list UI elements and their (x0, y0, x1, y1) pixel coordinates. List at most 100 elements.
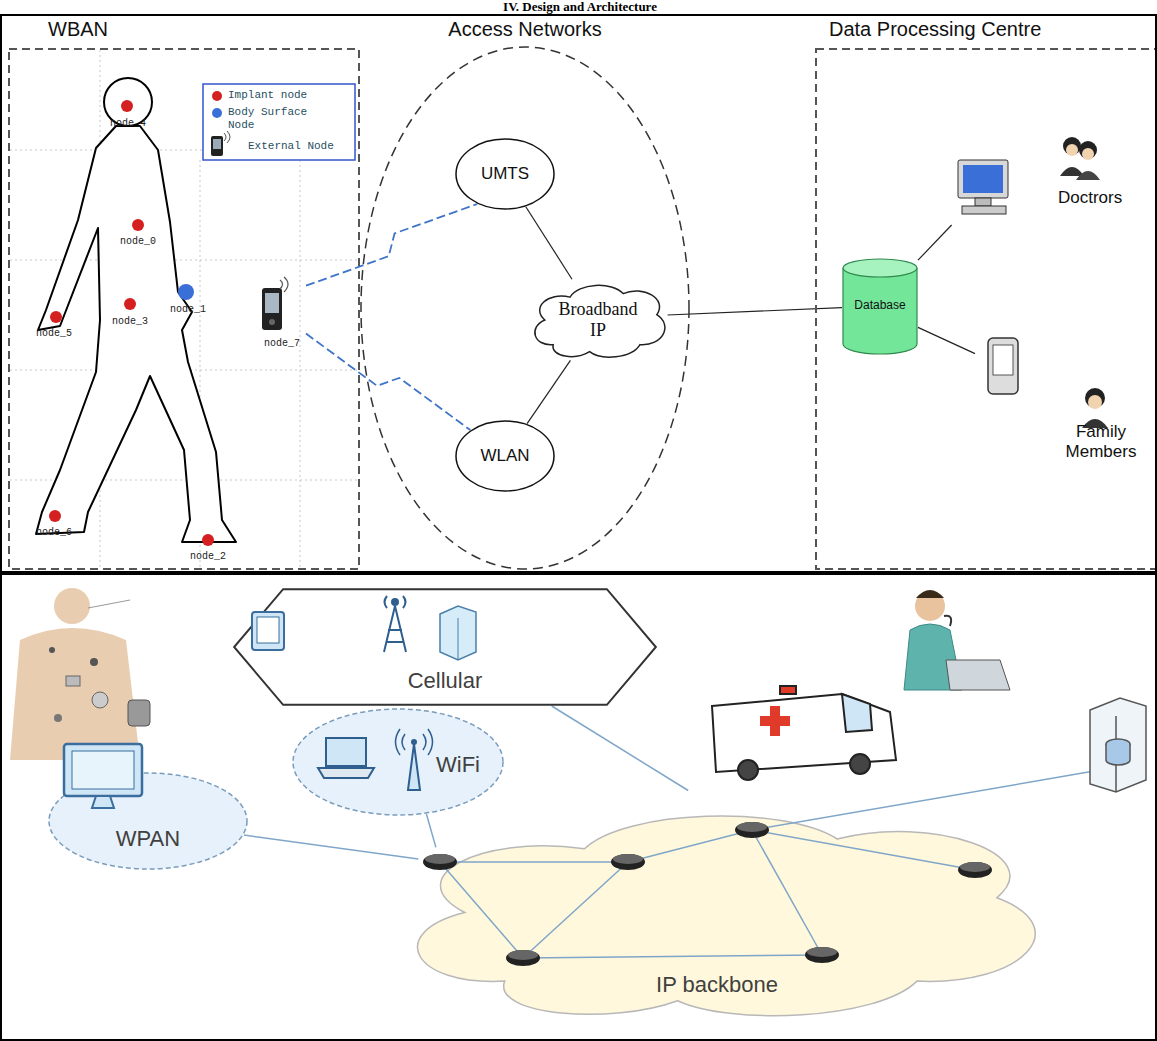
doctors-icon (1060, 137, 1100, 180)
doctor-illustration-part (944, 616, 951, 626)
doctor-illustration-part (946, 660, 1010, 690)
doctors-icon-part (1076, 171, 1100, 180)
router-icons-part-part (958, 862, 992, 878)
access-point-icon (396, 729, 433, 790)
sensor-dots-part (132, 219, 144, 231)
sensor-label: node_4 (110, 118, 146, 130)
body-illustration (10, 588, 150, 760)
sensor-dots-part (49, 510, 61, 522)
doctors-icon-part (1063, 137, 1081, 155)
monitor-icon-part (92, 796, 114, 808)
doctors-icon-part (1079, 141, 1097, 159)
sensor-dots-part (50, 311, 62, 323)
router-icons-part-part (423, 854, 457, 870)
tablet-icon-part (257, 617, 279, 643)
router-icons-part-part (960, 862, 990, 872)
computer-icon-part (963, 165, 1003, 193)
sensor-dots-part (202, 534, 214, 546)
access-point-icon-part (396, 729, 433, 755)
body-illustration-part (10, 628, 140, 760)
router-icons-part-part (611, 854, 645, 870)
sensor-label: node_5 (36, 328, 72, 340)
doctor-illustration-part (916, 590, 944, 598)
legend-text: Implant node (228, 89, 320, 102)
server-tower-part (1106, 744, 1130, 765)
cell-tower-icon (384, 596, 406, 652)
phone-icon (211, 131, 230, 156)
router-icons-part-part (613, 854, 643, 864)
label-text: WLAN (480, 446, 529, 466)
label-text: Family Members (1053, 422, 1149, 461)
family-icon-part (1082, 419, 1108, 428)
grid-lines-part (10, 260, 358, 261)
label-text: Access Networks (395, 18, 655, 41)
backbone-links-part (440, 861, 628, 863)
family-icon-part (1085, 388, 1105, 408)
sensor-dots (49, 100, 214, 546)
grid-lines-part (10, 150, 358, 151)
ambulance-illustration-part (780, 686, 796, 694)
backbone-links-part (523, 862, 628, 958)
server-tower-part (1090, 698, 1146, 792)
connector-line (426, 814, 436, 847)
legend-frame (203, 84, 355, 160)
sensor-label: node_2 (190, 551, 226, 563)
laptop-icon (318, 738, 374, 778)
connector-line (552, 706, 689, 791)
router-icons-part (958, 862, 992, 878)
phone-icon-part (211, 136, 223, 156)
body-illustration-part (54, 588, 90, 624)
wifi-ellipse: WiFi (292, 708, 504, 816)
ambulance-illustration-part (842, 694, 872, 732)
computer-icon (958, 160, 1008, 214)
legend-swatch (212, 108, 222, 118)
body-illustration-part (88, 600, 130, 608)
backbone-links-part (523, 955, 822, 958)
backbone-links-part (752, 830, 822, 955)
ambulance-illustration (712, 686, 896, 780)
doctor-illustration (904, 590, 1010, 690)
backbone-links (440, 770, 1100, 958)
server-icon-part (458, 618, 459, 660)
monitor-icon-part (72, 751, 134, 789)
sensor-dots-part (124, 298, 136, 310)
network-circle: UMTS (455, 138, 555, 210)
label-text: Broadband IP (550, 299, 646, 340)
backbone-links-part (752, 770, 1100, 830)
connector-line (527, 360, 570, 423)
server-icon (440, 606, 476, 660)
router-icons-part-part (805, 947, 839, 963)
family-icon-part (1088, 395, 1102, 409)
body-illustration-part (66, 676, 80, 686)
connector-line (306, 334, 470, 431)
router-icons-part (735, 822, 769, 838)
connector-line (918, 225, 952, 260)
router-icons (423, 822, 992, 966)
sensor-dots-part (121, 100, 133, 112)
monitor-icon (64, 744, 142, 808)
ambulance-illustration-part (850, 754, 870, 774)
sensor-label: node_3 (112, 316, 148, 328)
doctor-illustration-part (915, 591, 945, 621)
phone-icon-part (262, 288, 282, 330)
label-text: node_7 (258, 338, 306, 350)
sensor-label: node_1 (170, 304, 206, 316)
router-icons-part (506, 950, 540, 966)
figure-title: IV. Design and Architecture (430, 0, 730, 15)
laptop-icon-part (318, 768, 374, 778)
label-text: WiFi (436, 752, 498, 777)
bottom-panel-frame (1, 574, 1156, 1040)
ip-backbone-cloud-outline (385, 790, 1050, 1035)
handheld-icon-part (988, 338, 1018, 394)
database-cylinder: Database (842, 258, 918, 354)
label-text: Database (854, 299, 905, 313)
top-panel-frame (1, 15, 1156, 572)
label-text: IP backbone (617, 972, 817, 997)
label-text: WBAN (48, 18, 168, 41)
backbone-links-part (440, 862, 523, 958)
ip-cloud: Broadband IP (528, 276, 668, 364)
sensor-label: node_6 (36, 527, 72, 539)
body-illustration-part (49, 647, 55, 653)
router-icons-part (805, 947, 839, 963)
